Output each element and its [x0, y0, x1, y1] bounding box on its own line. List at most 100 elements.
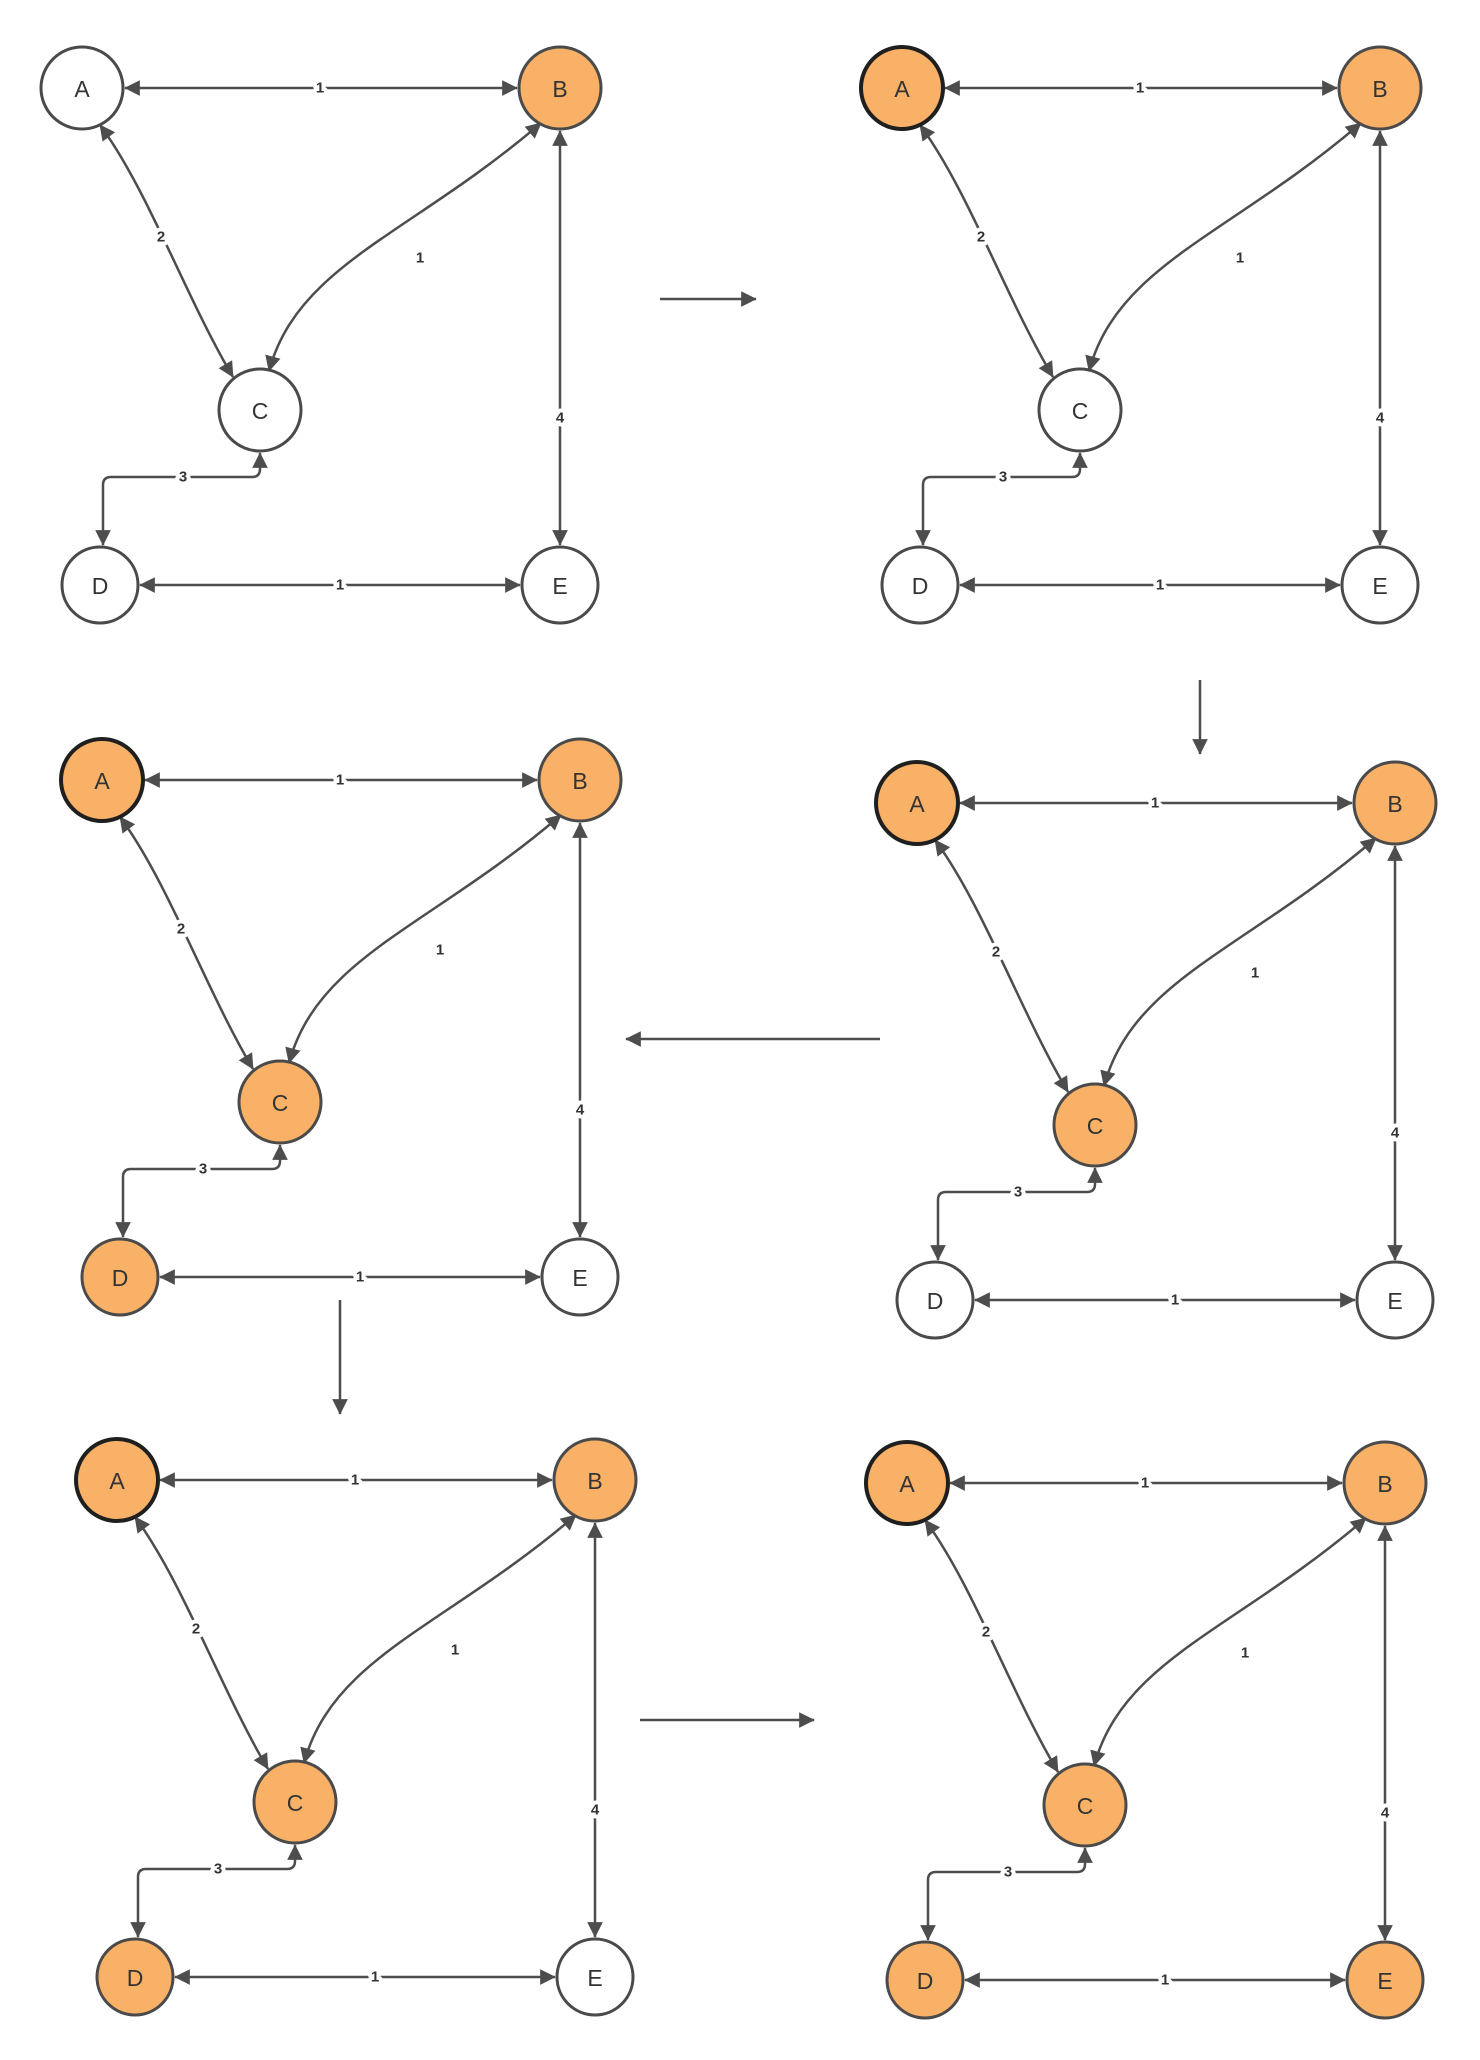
node-C-circle [1037, 367, 1123, 453]
node-D-label: D [927, 1288, 944, 1314]
edge-C-B: 1 [1100, 837, 1377, 1087]
node-C-label: C [1072, 398, 1089, 424]
edge-C-D-weight: 3 [999, 469, 1007, 486]
edge-C-D-weight: 3 [214, 1861, 222, 1878]
node-E-circle [520, 545, 600, 625]
node-C-label: C [1077, 1793, 1094, 1819]
edge-C-B-weight: 1 [1236, 250, 1244, 267]
node-E: E [1345, 1940, 1425, 2020]
node-D: D [880, 545, 960, 625]
edge-A-B: 1 [944, 76, 1338, 101]
edge-A-B-weight: 1 [1141, 1475, 1149, 1492]
edge-C-D: 3 [920, 1847, 1093, 1941]
edge-C-B-weight: 1 [1241, 1645, 1249, 1662]
node-A-circle [39, 45, 125, 131]
edge-A-C: 2 [933, 839, 1070, 1093]
edge-B-E-weight: 4 [1381, 1805, 1390, 1822]
node-B-circle [537, 737, 623, 823]
edge-C-D: 3 [95, 452, 268, 546]
node-C-label: C [1087, 1113, 1104, 1139]
node-E-label: E [587, 1965, 602, 1991]
edge-C-B-line [1100, 837, 1377, 1087]
edge-C-D-line [115, 1144, 288, 1238]
edge-C-B-weight: 1 [436, 942, 444, 959]
node-E-circle [1340, 545, 1420, 625]
edge-A-C: 2 [133, 1516, 270, 1770]
node-B-circle [1337, 45, 1423, 131]
node-D: D [885, 1940, 965, 2020]
node-D-label: D [92, 573, 109, 599]
node-A-label: A [109, 1468, 125, 1494]
edge-C-D-line [95, 452, 268, 546]
node-D: D [60, 545, 140, 625]
edge-C-B-line [300, 1514, 577, 1764]
edge-D-E: 1 [139, 573, 521, 598]
edge-A-C-line [933, 839, 1070, 1093]
edge-C-D: 3 [130, 1844, 303, 1938]
edge-A-C-line [923, 1519, 1060, 1773]
node-E-label: E [1377, 1968, 1392, 1994]
edge-C-B-line [285, 814, 562, 1064]
edge-D-E: 1 [959, 573, 1341, 598]
node-C-circle [1042, 1762, 1128, 1848]
node-D-label: D [112, 1265, 129, 1291]
node-D: D [895, 1260, 975, 1340]
edge-A-B: 1 [949, 1471, 1343, 1496]
edge-C-B-line [1085, 122, 1362, 372]
edge-C-B: 1 [300, 1514, 577, 1764]
edge-B-E-weight: 4 [1376, 410, 1385, 427]
edge-C-D-weight: 3 [1014, 1184, 1022, 1201]
edge-C-D: 3 [115, 1144, 288, 1238]
node-D-label: D [917, 1968, 934, 1994]
edge-A-C: 2 [918, 124, 1055, 378]
node-A: A [59, 737, 145, 823]
edge-C-D-line [920, 1847, 1093, 1941]
edge-A-C-weight: 2 [157, 229, 165, 246]
node-C-circle [237, 1059, 323, 1145]
node-B-circle [552, 1437, 638, 1523]
node-A: A [874, 760, 960, 846]
edge-D-E: 1 [174, 1965, 556, 1990]
edge-B-E-weight: 4 [576, 1102, 585, 1119]
edge-C-B: 1 [285, 814, 562, 1064]
node-A-label: A [74, 76, 90, 102]
edge-C-B-weight: 1 [1251, 965, 1259, 982]
edge-D-E: 1 [964, 1968, 1346, 1993]
edge-C-B: 1 [265, 122, 542, 372]
node-E: E [1355, 1260, 1435, 1340]
edge-A-C-line [118, 816, 255, 1070]
node-B-label: B [572, 768, 587, 794]
node-E: E [520, 545, 600, 625]
node-B-label: B [1377, 1471, 1392, 1497]
edge-B-E-weight: 4 [1391, 1125, 1400, 1142]
node-D-circle [60, 545, 140, 625]
node-D-circle [880, 545, 960, 625]
edge-D-E-weight: 1 [1156, 577, 1164, 594]
node-E-label: E [552, 573, 567, 599]
edge-D-E-weight: 1 [1161, 1972, 1169, 1989]
edge-B-E: 4 [552, 130, 569, 546]
node-A-label: A [899, 1471, 915, 1497]
node-C: C [1052, 1082, 1138, 1168]
edge-C-D: 3 [930, 1167, 1103, 1261]
node-B: B [537, 737, 623, 823]
node-A-circle [74, 1437, 160, 1523]
node-A: A [39, 45, 125, 131]
node-B: B [552, 1437, 638, 1523]
node-A: A [864, 1440, 950, 1526]
edge-A-C-weight: 2 [992, 944, 1000, 961]
edge-A-C-line [98, 124, 235, 378]
edge-A-C-weight: 2 [977, 229, 985, 246]
node-B-circle [1352, 760, 1438, 846]
edge-C-D: 3 [915, 452, 1088, 546]
edge-A-C: 2 [98, 124, 235, 378]
node-E: E [555, 1937, 635, 2017]
node-B: B [1342, 1440, 1428, 1526]
edge-A-B-weight: 1 [336, 772, 344, 789]
edge-C-D-line [915, 452, 1088, 546]
